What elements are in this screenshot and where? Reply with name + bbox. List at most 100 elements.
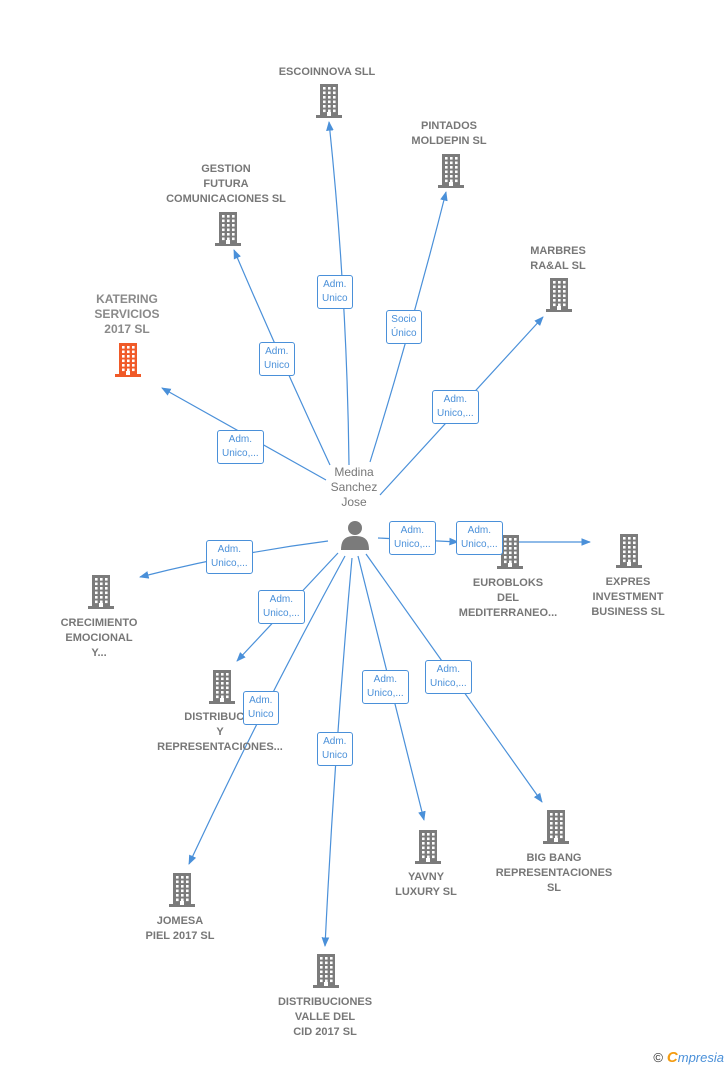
role-label-line: Adm.: [400, 525, 425, 536]
role-label-line: Unico: [322, 750, 348, 761]
company-label-crecimiento[interactable]: CRECIMIENTO EMOCIONAL Y...: [61, 616, 138, 661]
role-label-gestion[interactable]: Adm.Unico: [259, 342, 295, 376]
role-label-line: Unico: [322, 293, 348, 304]
company-label-line: BUSINESS SL: [591, 606, 665, 618]
brand-name: mpresia: [677, 1050, 724, 1065]
company-label-marbres[interactable]: MARBRES RA&AL SL: [530, 244, 586, 274]
company-label-line: CRECIMIENTO: [60, 617, 138, 629]
company-label-line: Y...: [91, 647, 107, 659]
role-label-line: Adm.: [323, 736, 347, 747]
role-label-distribucio[interactable]: Adm. Unico,...: [258, 590, 305, 624]
company-label-escoinnova[interactable]: ESCOINNOVA SLL: [279, 65, 376, 80]
company-label-line: BIG BANG: [526, 852, 582, 864]
company-label-line: ESCOINNOVA SLL: [278, 66, 376, 78]
company-label-line: PIEL 2017 SL: [145, 930, 215, 942]
company-label-line: EUROBLOKS: [472, 577, 544, 589]
building-icon[interactable]: [113, 343, 143, 377]
role-label-line: Unico: [248, 709, 274, 720]
company-label-line: LUXURY SL: [395, 886, 457, 898]
company-label-line: COMUNICACIONES SL: [166, 193, 286, 205]
role-label-escoinnova[interactable]: Adm. Unico: [317, 275, 353, 309]
company-label-line: CID 2017 SL: [293, 1026, 357, 1038]
company-label-line: Y: [216, 726, 224, 738]
building-icon[interactable]: [413, 830, 443, 864]
building-icon[interactable]: [495, 535, 525, 569]
company-label-valle[interactable]: DISTRIBUCIONES VALLE DEL CID 2017 SL: [278, 995, 372, 1040]
company-label-bigbang[interactable]: BIG BANG REPRESENTACIONES SL: [496, 851, 613, 896]
company-label-line: VALLE DEL: [294, 1011, 356, 1023]
role-label-line: Adm.: [217, 544, 242, 555]
company-label-expres[interactable]: EXPRES INVESTMENT BUSINESS SL: [591, 575, 664, 620]
company-label-line: FUTURA: [203, 178, 249, 190]
company-label-eurobloks[interactable]: EUROBLOKS DEL MEDITERRANEO...: [459, 576, 557, 621]
building-icon[interactable]: [314, 84, 344, 118]
role-label-line: Socio: [391, 314, 417, 325]
role-label-line: Adm.: [323, 279, 347, 290]
footer-brand: © Cmpresia: [653, 1049, 724, 1066]
brand-initial: C: [666, 1049, 678, 1066]
role-label-line: Adm.: [373, 674, 398, 685]
role-label-line: Único: [391, 328, 417, 339]
building-icon[interactable]: [207, 670, 237, 704]
company-label-line: MOLDEPIN SL: [411, 135, 487, 147]
company-label-line: GESTION: [201, 163, 251, 175]
role-label-katering[interactable]: Adm.Unico,...: [217, 430, 264, 464]
company-label-pintados[interactable]: PINTADOS MOLDEPIN SL: [411, 119, 486, 149]
role-label-jomesa[interactable]: Adm.Unico: [243, 691, 279, 725]
company-label-line: YAVNY: [407, 871, 445, 883]
building-icon[interactable]: [167, 873, 197, 907]
person-name-line: Sanchez: [330, 480, 378, 494]
role-label-line: Adm.: [467, 525, 492, 536]
company-label-line: EXPRES: [605, 576, 651, 588]
person-name-line: Jose: [341, 495, 367, 509]
building-icon[interactable]: [86, 575, 116, 609]
company-label-line: EMOCIONAL: [65, 632, 133, 644]
company-label-line: DISTRIBUCIONES: [277, 996, 373, 1008]
role-label-line: Adm.: [228, 434, 253, 445]
company-label-gestion[interactable]: GESTION FUTURA COMUNICACIONES SL: [166, 162, 286, 207]
building-icon[interactable]: [544, 278, 574, 312]
company-label-line: SL: [546, 882, 562, 894]
role-label-line: Unico,...: [394, 539, 431, 550]
company-label-line: KATERING: [96, 292, 158, 306]
copyright-symbol: ©: [653, 1050, 663, 1065]
building-icon[interactable]: [311, 954, 341, 988]
role-label-line: Unico,...: [263, 608, 300, 619]
role-label-line: Adm.: [269, 594, 294, 605]
building-icon[interactable]: [436, 154, 466, 188]
company-label-line: PINTADOS: [420, 120, 478, 132]
company-label-line: REPRESENTACIONES...: [157, 741, 283, 753]
company-label-line: 2017 SL: [104, 322, 150, 336]
role-label-line: Adm.: [436, 664, 461, 675]
role-label-marbres[interactable]: Adm. Unico,...: [432, 390, 479, 424]
person-icon[interactable]: [340, 520, 370, 550]
role-label-line: Unico,...: [367, 688, 404, 699]
role-label-bigbang[interactable]: Adm.Unico,...: [425, 660, 472, 694]
role-label-line: Adm.: [265, 346, 289, 357]
company-label-line: MARBRES: [530, 245, 586, 257]
role-label-yavny[interactable]: Adm. Unico,...: [362, 670, 409, 704]
person-name-line: Medina: [334, 465, 374, 479]
role-label-eurobloks[interactable]: Adm. Unico,...: [389, 521, 436, 555]
company-label-line: INVESTMENT: [592, 591, 664, 603]
company-label-line: SERVICIOS: [94, 307, 160, 321]
building-icon[interactable]: [614, 534, 644, 568]
company-label-line: REPRESENTACIONES: [495, 867, 613, 879]
role-label-line: Adm.: [443, 394, 468, 405]
role-label-line: Unico,...: [437, 408, 474, 419]
role-label-valle[interactable]: Adm. Unico: [317, 732, 353, 766]
company-label-yavny[interactable]: YAVNY LUXURY SL: [395, 870, 457, 900]
building-icon[interactable]: [541, 810, 571, 844]
company-label-line: MEDITERRANEO...: [458, 607, 558, 619]
building-icon[interactable]: [213, 212, 243, 246]
company-label-line: DEL: [497, 592, 519, 604]
role-label-crecimiento[interactable]: Adm.Unico,...: [206, 540, 253, 574]
company-label-line: RA&AL SL: [530, 260, 586, 272]
role-label-expres[interactable]: Adm.Unico,...: [456, 521, 503, 555]
